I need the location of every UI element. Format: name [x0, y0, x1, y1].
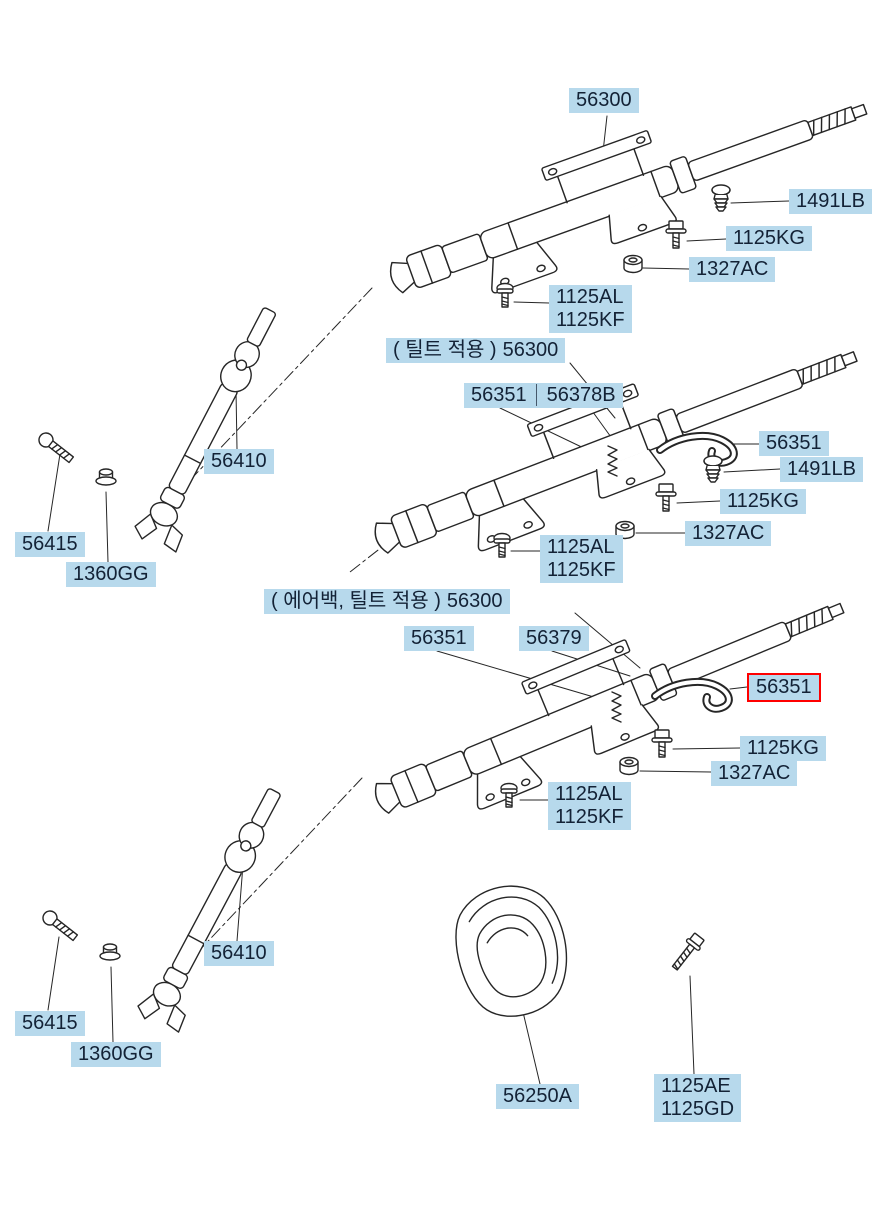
- part-number[interactable]: 56351: [471, 384, 527, 406]
- part-label-1327AC-tilt[interactable]: 1327AC: [685, 521, 772, 546]
- part-number[interactable]: 1125AL: [547, 536, 615, 558]
- part-label-1125KG-tilt[interactable]: 1125KG: [720, 489, 806, 514]
- ball-bolt-bottom: [39, 907, 81, 944]
- part-label-1360GG-bottom[interactable]: 1360GG: [71, 1042, 161, 1067]
- part-number[interactable]: 1125KF: [547, 559, 616, 581]
- long-hex-bolt: [667, 930, 707, 974]
- push-clip-middle: [703, 455, 723, 483]
- part-number[interactable]: 56378B: [535, 384, 616, 406]
- nut-bottom: [619, 756, 639, 776]
- ball-bolt-top: [35, 429, 77, 466]
- part-label-1125AE-1125GD[interactable]: 1125AE 1125GD: [654, 1074, 742, 1122]
- part-label-56410-bottom[interactable]: 56410: [204, 941, 274, 966]
- part-label-56410-top[interactable]: 56410: [204, 449, 274, 474]
- caption-text: ( 에어백, 틸트 적용 ): [271, 590, 441, 612]
- universal-joint-shaft-top: [130, 300, 296, 557]
- part-number[interactable]: 1125AE: [661, 1075, 731, 1097]
- caption-tilt-applied[interactable]: ( 틸트 적용 )56300: [386, 338, 566, 363]
- flange-nut-top: [95, 468, 117, 486]
- part-label-1125AL-1125KF-tilt[interactable]: 1125AL 1125KF: [540, 535, 623, 583]
- part-label-1125AL-1125KF-standard[interactable]: 1125AL 1125KF: [549, 285, 632, 333]
- part-number[interactable]: 1125KF: [556, 309, 625, 331]
- hex-screw-middle: [655, 483, 677, 512]
- part-label-56415-bottom[interactable]: 56415: [15, 1011, 85, 1036]
- caption-text: ( 틸트 적용 ): [393, 339, 497, 361]
- part-label-56351-tilt-hook[interactable]: 56351: [759, 431, 829, 456]
- part-label-56351-56378B[interactable]: 56351 56378B: [464, 383, 623, 408]
- tilt-hook-bracket-middle: [660, 436, 734, 463]
- part-label-1491LB-standard[interactable]: 1491LB: [789, 189, 872, 214]
- part-number[interactable]: 56300: [446, 590, 503, 612]
- part-label-56250A[interactable]: 56250A: [496, 1084, 579, 1109]
- part-number[interactable]: 1125AL: [555, 783, 623, 805]
- part-label-56415-top[interactable]: 56415: [15, 532, 85, 557]
- part-label-56351-highlighted[interactable]: 56351: [747, 673, 821, 702]
- nut-top: [623, 254, 643, 274]
- hex-screw-top: [665, 220, 687, 249]
- push-clip-top: [711, 184, 731, 212]
- part-label-1327AC-standard[interactable]: 1327AC: [689, 257, 776, 282]
- hex-screw-bottom: [651, 729, 673, 758]
- pan-screw-top: [496, 282, 514, 308]
- centerline-bottom: [161, 777, 363, 991]
- part-label-56379[interactable]: 56379: [519, 626, 589, 651]
- column-cover: [455, 885, 568, 1017]
- part-number[interactable]: 56300: [502, 339, 559, 361]
- part-label-1125KG-airbag[interactable]: 1125KG: [740, 736, 826, 761]
- part-label-1327AC-airbag[interactable]: 1327AC: [711, 761, 798, 786]
- part-number[interactable]: 1125KF: [555, 806, 624, 828]
- part-number[interactable]: 1125GD: [661, 1098, 735, 1120]
- part-label-1125AL-1125KF-airbag[interactable]: 1125AL 1125KF: [548, 782, 631, 830]
- part-number[interactable]: 1125AL: [556, 286, 624, 308]
- part-label-56300-standard[interactable]: 56300: [569, 88, 639, 113]
- universal-joint-shaft-bottom: [133, 781, 301, 1037]
- caption-airbag-tilt-applied[interactable]: ( 에어백, 틸트 적용 )56300: [264, 589, 510, 614]
- part-label-1491LB-tilt[interactable]: 1491LB: [780, 457, 863, 482]
- part-label-1360GG-top[interactable]: 1360GG: [66, 562, 156, 587]
- part-label-1125KG-standard[interactable]: 1125KG: [726, 226, 812, 251]
- part-label-56351-airbag[interactable]: 56351: [404, 626, 474, 651]
- flange-nut-bottom: [99, 943, 121, 961]
